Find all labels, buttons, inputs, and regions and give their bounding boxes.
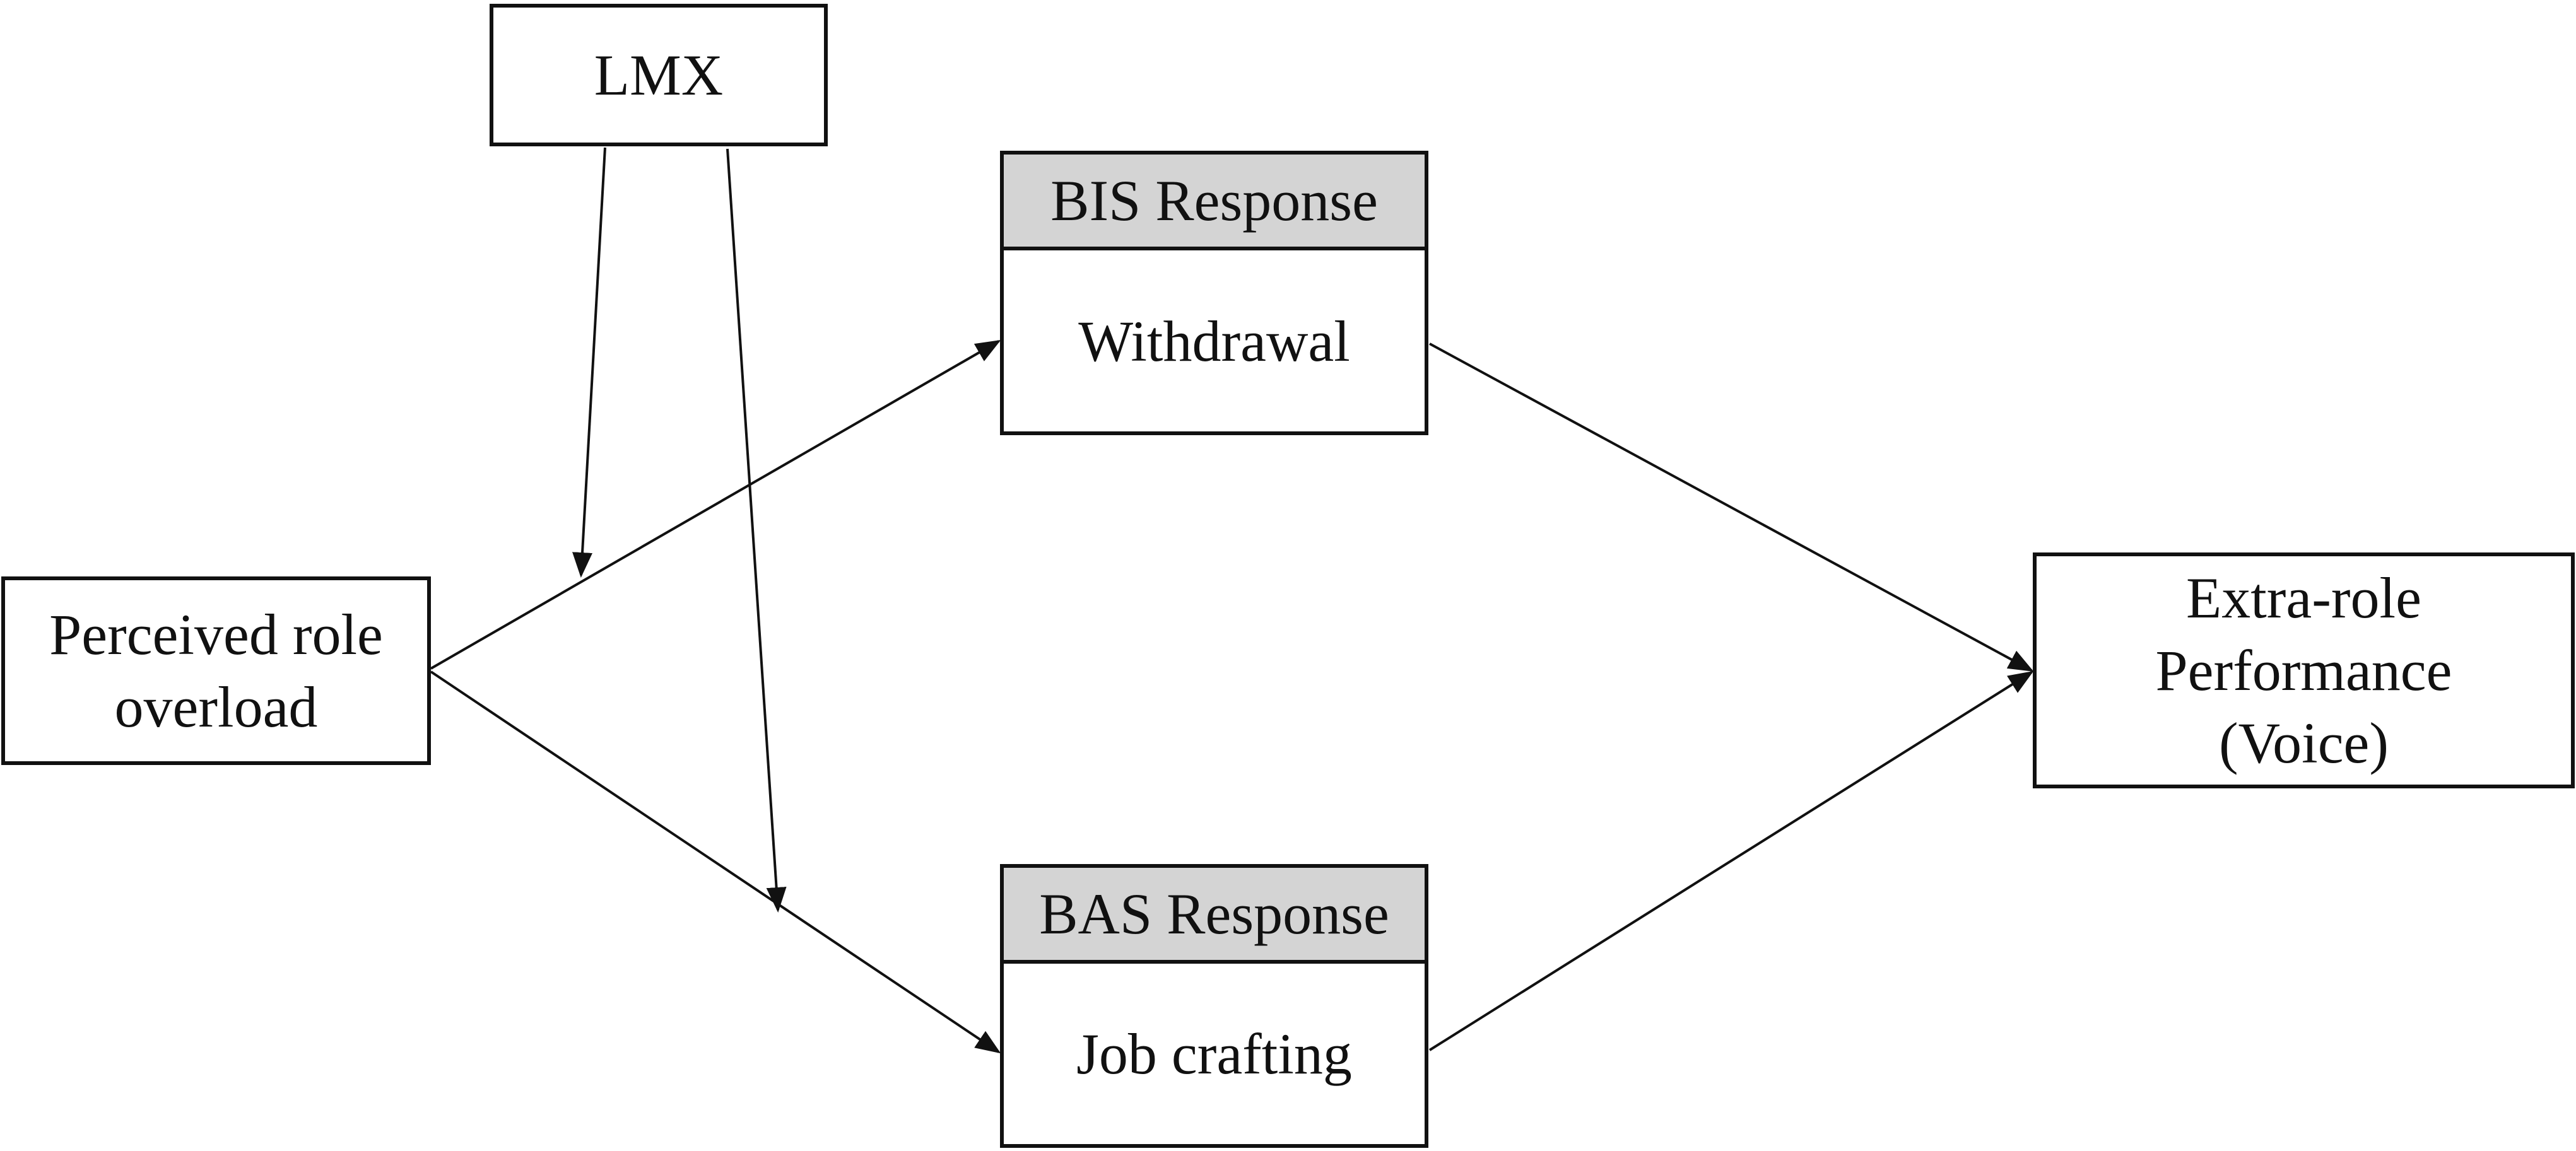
edge-lmx-moderates-upper-path (572, 147, 606, 578)
node-lmx-label: LMX (594, 42, 724, 107)
node-withdrawal: Withdrawal (1004, 250, 1425, 431)
edge-perceived-to-withdrawal (430, 340, 1001, 670)
node-bas-response-header: BAS Response (1004, 868, 1425, 964)
edge-job-crafting-to-extra-role (1428, 670, 2034, 1051)
node-job-crafting: Job crafting (1004, 964, 1425, 1144)
node-bas-response-header-label: BAS Response (1039, 882, 1389, 946)
node-job-crafting-label: Job crafting (1076, 1022, 1352, 1086)
node-perceived-role-overload: Perceived role overload (1, 576, 431, 765)
edge-lmx-moderates-lower-path (726, 148, 787, 913)
node-withdrawal-label: Withdrawal (1078, 308, 1350, 373)
node-bis-response: BIS Response Withdrawal (1000, 151, 1428, 435)
node-extra-role-performance-label: Extra-role Performance (Voice) (2155, 565, 2452, 775)
node-perceived-role-overload-label: Perceived role overload (49, 602, 383, 739)
node-bis-response-header: BIS Response (1004, 155, 1425, 250)
node-bas-response: BAS Response Job crafting (1000, 864, 1428, 1148)
node-bis-response-header-label: BIS Response (1050, 168, 1378, 233)
edge-perceived-to-job-crafting (430, 670, 1001, 1054)
edge-withdrawal-to-extra-role (1429, 342, 2034, 672)
node-extra-role-performance: Extra-role Performance (Voice) (2033, 552, 2575, 788)
node-lmx: LMX (490, 4, 828, 146)
